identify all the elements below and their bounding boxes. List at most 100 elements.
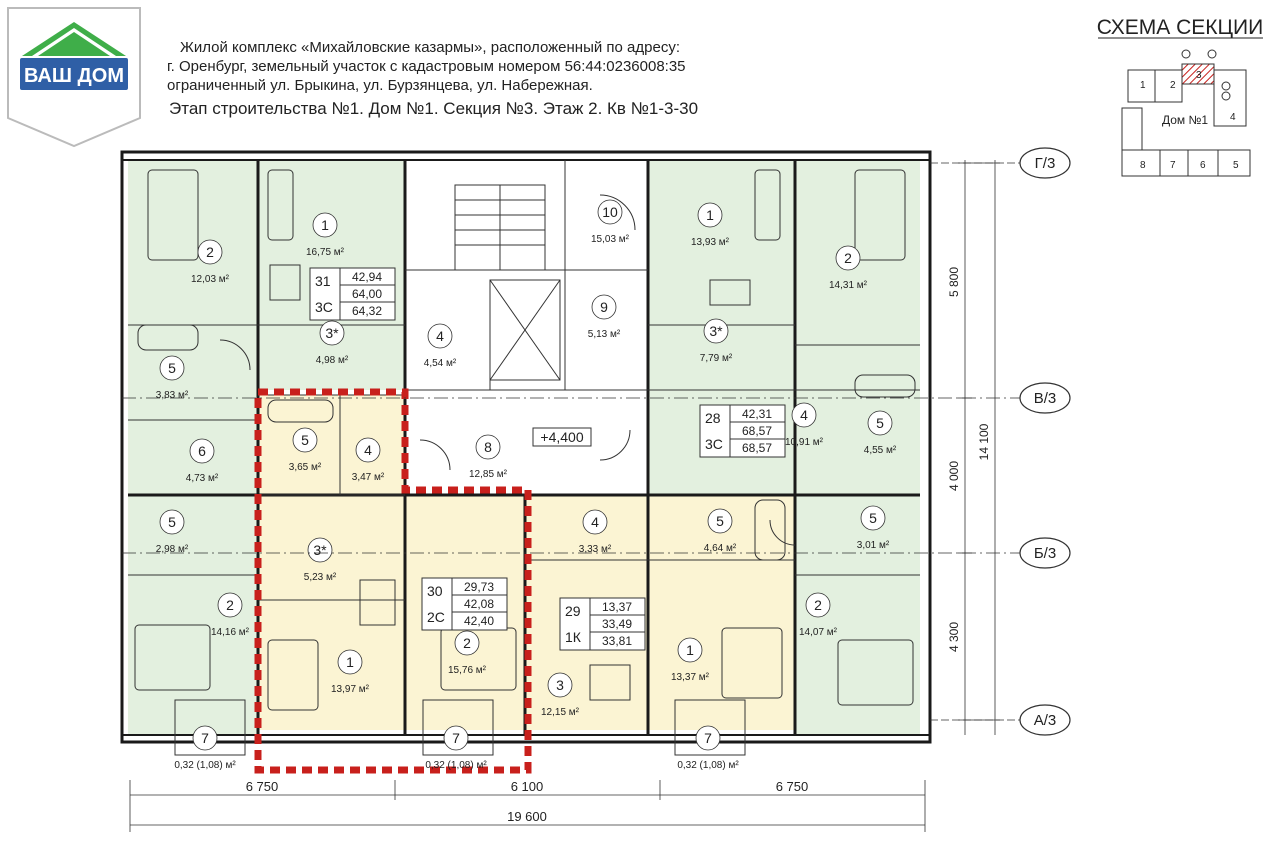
room-number-circle [860, 505, 886, 531]
room-number-circle [805, 592, 831, 618]
room-number-circle [547, 672, 573, 698]
dim-5800: 5 800 [947, 267, 961, 297]
apartment-fills [128, 160, 920, 735]
room-area: 10,91 м² [785, 437, 824, 448]
room-number-circle [192, 725, 218, 751]
axis-label-g3: Г/3 [1035, 155, 1056, 172]
dim-4000: 4 000 [947, 461, 961, 491]
room-number-circle [427, 323, 453, 349]
room-number: 3 [556, 677, 564, 693]
room-number: 2 [463, 635, 471, 651]
room-number-circle [582, 509, 608, 535]
room-labels: 2 12,03 м² 1 16,75 м² 10 15,03 м² 1 13,93 м² 2 14… [156, 199, 897, 771]
apartment-info-30: 30 2С 29,73 42,08 42,40 [421, 577, 508, 631]
selected-apartment-outline [254, 388, 532, 774]
room-number-circle [703, 318, 729, 344]
dim-6750-right: 6 750 [776, 779, 809, 794]
room-area: 16,75 м² [306, 247, 345, 258]
room-number: 3* [325, 325, 339, 341]
room-area: 12,15 м² [541, 707, 580, 718]
room-number-circle [319, 320, 345, 346]
axis-label-v3: В/3 [1034, 390, 1057, 407]
room-number: 3* [709, 323, 723, 339]
room-area: 14,31 м² [829, 280, 868, 291]
room-number: 5 [716, 513, 724, 529]
room-area: 14,07 м² [799, 627, 838, 638]
right-dimensions: 5 800 4 000 4 300 14 100 [947, 160, 1000, 735]
room-area: 5,13 м² [588, 329, 621, 340]
apt-29-v3: 33,81 [602, 634, 632, 648]
bottom-dimensions: 6 750 6 100 6 750 19 600 [129, 779, 926, 832]
room-number-circle [443, 725, 469, 751]
apt-30-v3: 42,40 [464, 614, 494, 628]
apt-31-v1: 42,94 [352, 270, 382, 284]
header-line-4: Этап строительства №1. Дом №1. Секция №3… [169, 99, 698, 118]
room-number-circle [695, 725, 721, 751]
room-number-circle [597, 199, 623, 225]
apt-29-v2: 33,49 [602, 617, 632, 631]
dim-14100: 14 100 [977, 423, 991, 460]
room-number: 2 [206, 244, 214, 260]
room-number-circle [791, 402, 817, 428]
scheme-sec-8: 8 [1140, 160, 1146, 171]
room-area: 4,73 м² [186, 473, 219, 484]
room-number: 4 [436, 328, 444, 344]
room-area: 13,37 м² [671, 672, 710, 683]
axis-bubbles: Г/3 В/3 Б/3 А/3 [1019, 147, 1071, 736]
room-number: 1 [346, 654, 354, 670]
room-number-circle [189, 438, 215, 464]
room-number-circle [197, 239, 223, 265]
room-area: 12,03 м² [191, 274, 230, 285]
room-area: 12,85 м² [469, 469, 508, 480]
room-number-circle [307, 537, 333, 563]
room-area: 14,16 м² [211, 627, 250, 638]
room-area: 13,97 м² [331, 684, 370, 695]
room-number: 4 [364, 442, 372, 458]
room-area: 5,23 м² [304, 572, 337, 583]
apartment-info-31: 31 3С 42,94 64,00 64,32 [309, 267, 396, 321]
room-area: 15,03 м² [591, 234, 630, 245]
dim-6100: 6 100 [511, 779, 544, 794]
apt-30-type: 2С [427, 609, 445, 625]
room-area: 0,32 (1,08) м² [677, 760, 739, 771]
dim-4300: 4 300 [947, 622, 961, 652]
scheme-sec-6: 6 [1200, 160, 1206, 171]
room-number: 10 [602, 204, 618, 220]
room-number-circle [697, 202, 723, 228]
apt-28-type: 3С [705, 436, 723, 452]
room-number-circle [312, 212, 338, 238]
room-area: 15,76 м² [448, 665, 487, 676]
room-area: 3,65 м² [289, 462, 322, 473]
apt-31-v3: 64,32 [352, 304, 382, 318]
room-number-circle [835, 245, 861, 271]
room-area: 2,98 м² [156, 544, 189, 555]
apt-30-v1: 29,73 [464, 580, 494, 594]
room-number: 1 [706, 207, 714, 223]
room-number-circle [677, 637, 703, 663]
scheme-sec-2: 2 [1170, 80, 1176, 91]
header-line-1: Жилой комплекс «Михайловские казармы», р… [180, 39, 680, 56]
axis-label-a3: А/3 [1034, 712, 1057, 729]
room-area: 13,93 м² [691, 237, 730, 248]
room-number-circle [867, 410, 893, 436]
elevation-mark: +4,400 [532, 427, 592, 447]
apartment-info-28: 28 3С 42,31 68,57 68,57 [699, 404, 786, 458]
room-number-circle [454, 630, 480, 656]
apt-29-type: 1К [565, 629, 582, 645]
dim-19600: 19 600 [507, 809, 547, 824]
room-area: 7,79 м² [700, 353, 733, 364]
room-number-circle [475, 434, 501, 460]
apt-29-no: 29 [565, 603, 581, 619]
header-line-3: ограниченный ул. Брыкина, ул. Бурзянцева… [167, 77, 593, 94]
apt-30-v2: 42,08 [464, 597, 494, 611]
room-number: 5 [869, 510, 877, 526]
room-area: 3,01 м² [857, 540, 890, 551]
elevation-text: +4,400 [540, 429, 583, 445]
scheme-sec-5: 5 [1233, 160, 1239, 171]
logo: ВАШ ДОМ [7, 7, 141, 148]
room-number-circle [337, 649, 363, 675]
apt-28-v3: 68,57 [742, 441, 772, 455]
room-number-circle [217, 592, 243, 618]
room-area: 4,98 м² [316, 355, 349, 366]
room-area: 3,83 м² [156, 390, 189, 401]
